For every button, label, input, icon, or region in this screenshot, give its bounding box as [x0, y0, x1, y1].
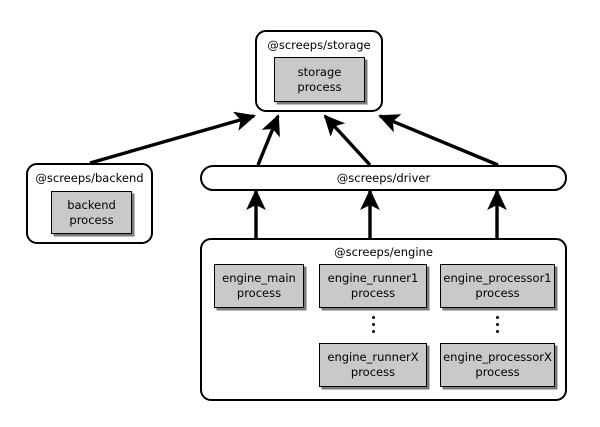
process-name-line1: engine_processor1: [443, 271, 552, 285]
process-box-backend[interactable]: backend process: [51, 191, 132, 234]
package-storage-label: @screeps/storage: [267, 38, 371, 52]
arrow-driver-to-storage-3: [378, 114, 499, 167]
arrow-driver-to-storage-1: [256, 114, 280, 166]
package-driver-label: @screeps/driver: [336, 171, 431, 185]
dot: [371, 316, 375, 319]
package-engine-label: @screeps/engine: [334, 245, 433, 259]
package-driver[interactable]: @screeps/driver: [200, 165, 567, 191]
package-backend[interactable]: @screeps/backend backend process: [26, 163, 153, 244]
process-name-line2: process: [475, 365, 520, 379]
package-backend-label: @screeps/backend: [35, 171, 144, 185]
dot: [371, 330, 375, 333]
arrow-backend-to-storage: [89, 111, 256, 165]
vertical-ellipsis-processor: [492, 316, 502, 333]
process-name-line1: engine_runnerX: [327, 350, 419, 364]
package-storage[interactable]: @screeps/storage storage process: [255, 30, 383, 112]
process-name-line2: process: [236, 286, 282, 300]
process-box-engine-runner1[interactable]: engine_runner1 process: [319, 264, 427, 308]
dot: [371, 323, 375, 326]
process-name-line2: process: [350, 365, 396, 379]
dot: [495, 330, 499, 333]
package-engine[interactable]: @screeps/engine engine_main process engi…: [200, 238, 567, 401]
process-name-line2: process: [69, 212, 114, 227]
process-name-line2: process: [350, 286, 396, 300]
process-name-line1: engine_runner1: [327, 271, 419, 285]
process-name-line2: process: [475, 286, 520, 300]
process-box-engine-main[interactable]: engine_main process: [214, 264, 304, 308]
dot: [495, 323, 499, 326]
vertical-ellipsis-runner: [368, 316, 378, 333]
process-box-storage[interactable]: storage process: [274, 57, 365, 102]
arrow-driver-to-storage-2: [323, 114, 372, 167]
arrow-driver-to-storage-4: [232, 118, 262, 163]
process-name-line1: storage: [297, 64, 342, 79]
dot: [495, 316, 499, 319]
process-name-line1: backend: [67, 197, 116, 212]
process-name-line1: engine_main: [222, 271, 296, 285]
process-box-engine-runnerx[interactable]: engine_runnerX process: [319, 343, 427, 387]
process-name-line1: engine_processorX: [443, 350, 552, 364]
process-box-engine-processorx[interactable]: engine_processorX process: [440, 343, 555, 387]
process-name-line2: process: [297, 79, 342, 94]
process-box-engine-processor1[interactable]: engine_processor1 process: [440, 264, 555, 308]
